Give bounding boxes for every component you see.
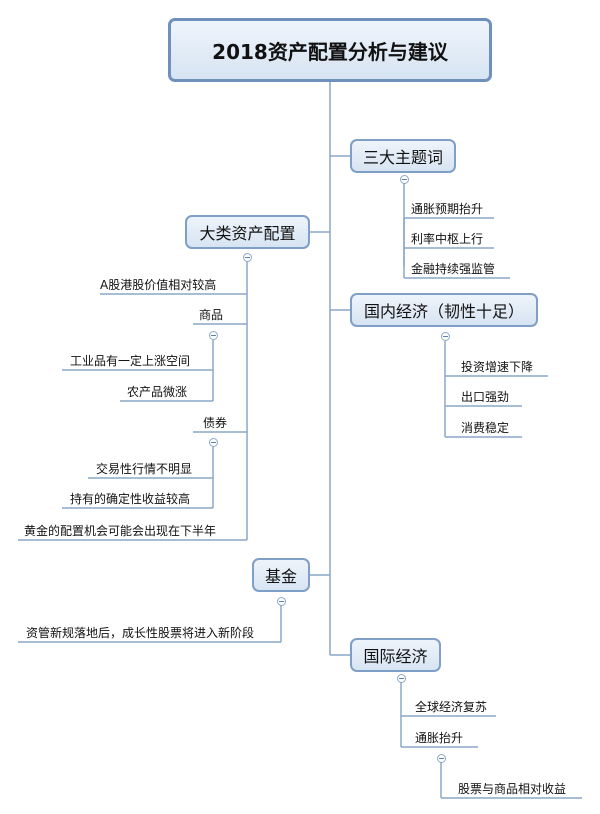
leaf-new-regulation-growth-stocks[interactable]: 资管新规落地后，成长性股票将进入新阶段 [26, 626, 255, 640]
leaf-agricultural-products[interactable]: 农产品微涨 [127, 385, 188, 399]
leaf-trading-market[interactable]: 交易性行情不明显 [96, 462, 193, 476]
branch-domestic-economy[interactable]: 国内经济（韧性十足） [350, 293, 538, 327]
leaf-rate-center-rise[interactable]: 利率中枢上行 [411, 232, 484, 246]
branch-asset-allocation[interactable]: 大类资产配置 [185, 215, 310, 249]
branch-fund[interactable]: 基金 [252, 558, 310, 592]
collapse-toggle-themes[interactable] [400, 175, 409, 184]
leaf-holding-returns[interactable]: 持有的确定性收益较高 [70, 492, 191, 506]
branch-themes[interactable]: 三大主题词 [350, 139, 456, 173]
collapse-toggle-asset-allocation[interactable] [243, 253, 252, 262]
collapse-toggle-commodities[interactable] [209, 331, 218, 340]
collapse-toggle-inflation-rise[interactable] [437, 754, 446, 763]
leaf-stock-valuation[interactable]: A股港股价值相对较高 [100, 278, 217, 292]
leaf-bonds[interactable]: 债券 [203, 416, 228, 430]
leaf-strong-regulation[interactable]: 金融持续强监管 [411, 262, 496, 276]
leaf-inflation-expectation[interactable]: 通胀预期抬升 [411, 202, 484, 216]
leaf-strong-exports[interactable]: 出口强劲 [461, 390, 510, 404]
collapse-toggle-international-economy[interactable] [397, 674, 406, 683]
collapse-toggle-domestic-economy[interactable] [441, 332, 450, 341]
leaf-inflation-rise[interactable]: 通胀抬升 [415, 731, 464, 745]
leaf-investment-slowdown[interactable]: 投资增速下降 [461, 360, 534, 374]
leaf-stable-consumption[interactable]: 消费稳定 [461, 421, 510, 435]
leaf-gold-allocation[interactable]: 黄金的配置机会可能会出现在下半年 [24, 524, 217, 538]
root-title[interactable]: 2018资产配置分析与建议 [168, 18, 492, 82]
branch-international-economy[interactable]: 国际经济 [350, 638, 441, 672]
leaf-global-recovery[interactable]: 全球经济复苏 [415, 700, 488, 714]
collapse-toggle-bonds[interactable] [209, 438, 218, 447]
collapse-toggle-fund[interactable] [277, 597, 286, 606]
leaf-industrial-goods[interactable]: 工业品有一定上涨空间 [70, 354, 191, 368]
leaf-stock-commodity-returns[interactable]: 股票与商品相对收益 [458, 782, 567, 796]
leaf-commodities[interactable]: 商品 [199, 308, 224, 322]
